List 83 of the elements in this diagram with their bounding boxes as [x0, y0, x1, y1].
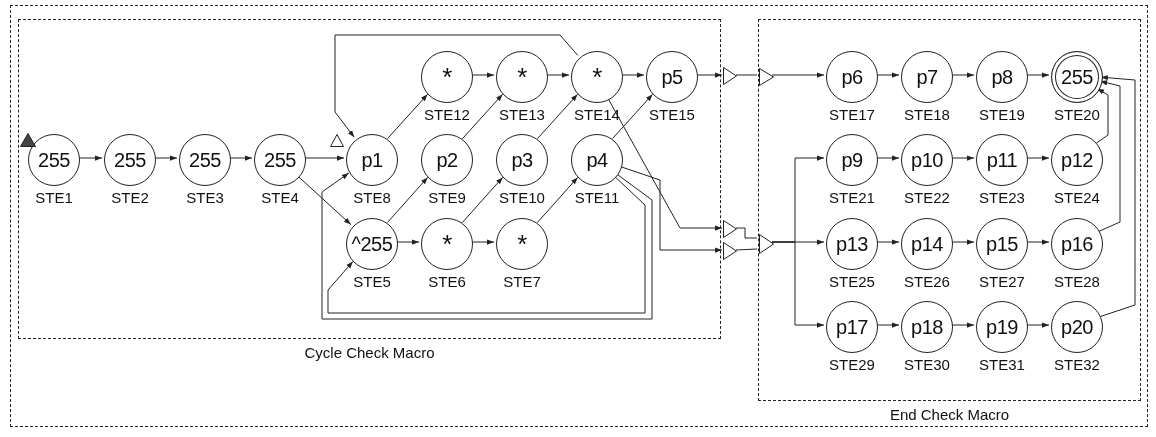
state-symbol: 255	[1061, 67, 1093, 87]
state-symbol: 255	[189, 150, 221, 170]
state-symbol: p15	[986, 234, 1018, 254]
arrow	[771, 241, 825, 328]
state-symbol: p1	[361, 150, 383, 170]
arrow	[536, 176, 579, 224]
state-id: STE24	[1054, 189, 1100, 206]
triangle-port	[723, 220, 737, 238]
state-id: STE14	[574, 106, 620, 123]
macro-label: Cycle Check Macro	[303, 344, 436, 361]
state-id: STE25	[829, 273, 875, 290]
state-id: STE19	[979, 106, 1025, 123]
state-symbol: p7	[916, 67, 938, 87]
state-symbol: p14	[911, 234, 943, 254]
state-id: STE27	[979, 273, 1025, 290]
arrow	[771, 72, 825, 78]
state-symbol: p8	[991, 67, 1013, 87]
state-id: STE9	[428, 189, 466, 206]
state-symbol: p16	[1061, 234, 1093, 254]
state-id: STE17	[829, 106, 875, 123]
state-id: STE13	[499, 106, 545, 123]
state-id: STE7	[503, 273, 541, 290]
state-symbol: p10	[911, 150, 943, 170]
arrow	[334, 34, 579, 138]
state-symbol: p6	[841, 67, 863, 87]
state-symbol: p3	[511, 150, 533, 170]
state-id: STE23	[979, 189, 1025, 206]
dashed-group-frame	[10, 5, 1148, 427]
state-symbol: *	[442, 64, 452, 90]
state-symbol: *	[517, 64, 527, 90]
arrow	[536, 93, 579, 140]
state-id: STE30	[904, 356, 950, 373]
state-id: STE15	[649, 106, 695, 123]
state-symbol: 255	[38, 150, 70, 170]
state-id: STE12	[424, 106, 470, 123]
state-symbol: p17	[836, 317, 868, 337]
state-id: STE26	[904, 273, 950, 290]
state-symbol: p19	[986, 317, 1018, 337]
state-id: STE10	[499, 189, 545, 206]
triangle-port	[759, 68, 774, 86]
arrow	[1099, 75, 1136, 318]
state-symbol: ^255	[351, 234, 393, 254]
state-id: STE8	[353, 189, 391, 206]
arrow	[1098, 80, 1121, 232]
triangle-port	[759, 234, 774, 254]
state-id: STE5	[353, 273, 391, 290]
state-id: STE18	[904, 106, 950, 123]
triangle-port	[723, 67, 737, 85]
arrow	[1095, 88, 1109, 144]
macro-label: End Check Macro	[888, 406, 1011, 423]
state-symbol: p13	[836, 234, 868, 254]
state-id: STE29	[829, 356, 875, 373]
state-id: STE2	[111, 189, 149, 206]
arrow	[611, 93, 654, 140]
state-id: STE32	[1054, 356, 1100, 373]
state-symbol: p11	[986, 150, 1018, 170]
state-id: STE6	[428, 273, 466, 290]
state-symbol: p20	[1061, 317, 1093, 337]
state-symbol: p5	[661, 67, 683, 87]
state-id: STE28	[1054, 273, 1100, 290]
state-symbol: p2	[436, 150, 458, 170]
arrow	[461, 93, 504, 140]
state-id: STE21	[829, 189, 875, 206]
arrow	[461, 176, 504, 224]
state-id: STE22	[904, 189, 950, 206]
arrow	[386, 176, 429, 224]
state-id: STE11	[574, 189, 620, 206]
state-symbol: p9	[841, 150, 863, 170]
state-symbol: p12	[1061, 150, 1093, 170]
state-symbol: p4	[586, 150, 608, 170]
state-symbol: *	[517, 231, 527, 257]
state-id: STE31	[979, 356, 1025, 373]
arrow	[386, 93, 429, 140]
state-symbol: *	[442, 231, 452, 257]
state-id: STE4	[261, 189, 299, 206]
state-symbol: p18	[911, 317, 943, 337]
state-symbol: 255	[264, 150, 296, 170]
state-id: STE3	[186, 189, 224, 206]
state-id: STE20	[1054, 106, 1100, 123]
state-id: STE1	[35, 189, 73, 206]
state-symbol: 255	[114, 150, 146, 170]
triangle-port	[723, 242, 737, 260]
state-symbol: *	[592, 64, 602, 90]
